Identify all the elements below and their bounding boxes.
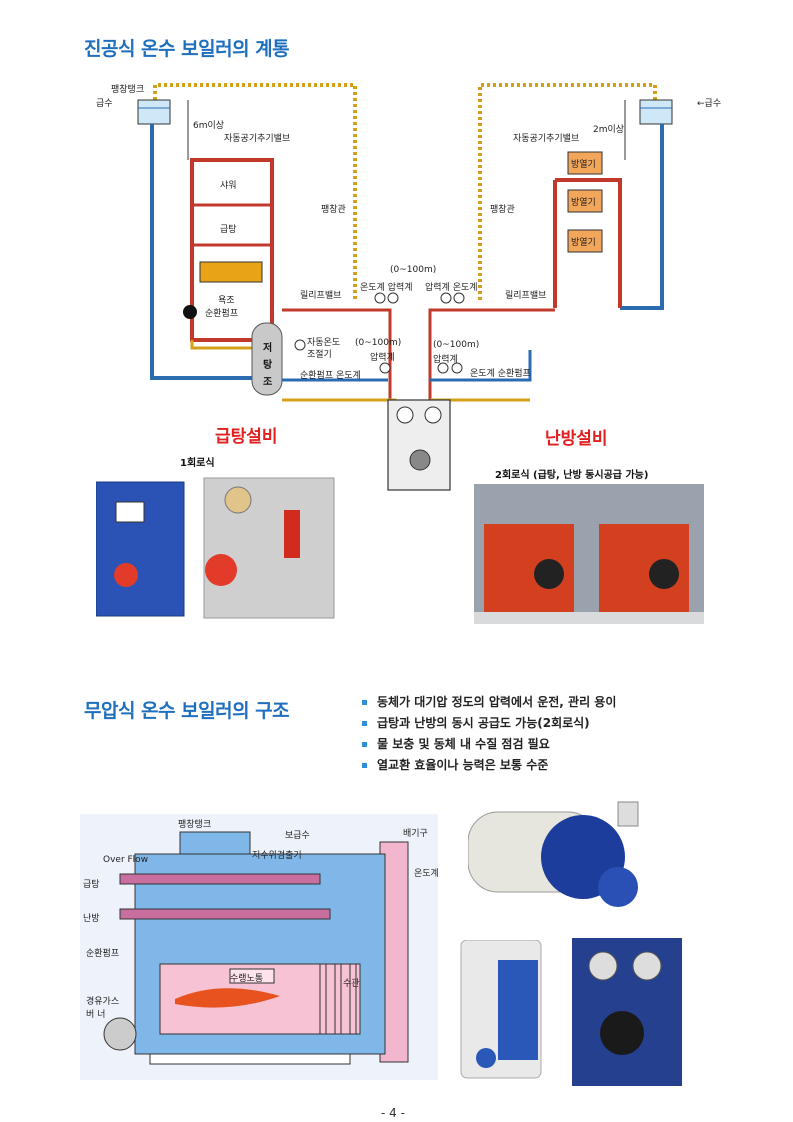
supply-pipe-right bbox=[428, 308, 555, 400]
non-pressure-boiler-structure-diagram bbox=[80, 814, 438, 1080]
radiator-1 bbox=[567, 151, 603, 175]
range-top-label: (0~100m) bbox=[390, 265, 437, 275]
expansion-tank-label-left: 팽창탱크 bbox=[111, 85, 145, 95]
hot-water-label: 급탕 bbox=[220, 225, 237, 235]
pressure-mid-right-label: 압력계 bbox=[433, 355, 458, 365]
page-number: - 4 - bbox=[381, 1106, 405, 1120]
feature-item: 급탕과 난방의 동시 공급도 가능(2회로식) bbox=[362, 713, 616, 734]
bullet-square-icon bbox=[362, 763, 367, 768]
circ-pump-left-label: 순환펌프 bbox=[205, 309, 239, 319]
makeup-water-label: 보급수 bbox=[285, 831, 310, 841]
circ-pump-thermo-left-label: 순환펌프 온도계 bbox=[300, 371, 361, 381]
blue-boiler-photo bbox=[572, 938, 682, 1086]
range-mid-right-label: (0~100m) bbox=[433, 340, 480, 350]
pressure-mid-left-label: 압력계 bbox=[370, 353, 395, 363]
expansion-pipe-right-label: 팽창관 bbox=[490, 205, 515, 215]
double-circuit-caption: 2회로식 (급탕, 난방 동시공급 가능) bbox=[495, 470, 649, 481]
circ-pump-left-icon bbox=[183, 305, 197, 319]
hot-water-label: 급탕 bbox=[83, 880, 100, 890]
air-vent-right-label: 자동공기추기밸브 bbox=[513, 134, 580, 144]
bathtub-label: 욕조 bbox=[218, 296, 235, 306]
feature-item: 동체가 대기압 정도의 압력에서 운전, 관리 용이 bbox=[362, 692, 616, 713]
vacuum-boiler-system-diagram bbox=[137, 83, 673, 491]
section2-title: 무압식 온수 보일러의 구조 bbox=[84, 700, 290, 722]
expansion-pipe-left-label: 팽창관 bbox=[321, 205, 346, 215]
water-level-detector-label: 저수위검출기 bbox=[252, 851, 302, 861]
return-pipe-left bbox=[150, 124, 255, 380]
hot-water-equipment-label: 급탕설비 bbox=[215, 427, 278, 447]
shower-label: 샤워 bbox=[220, 181, 237, 191]
thermometer-icon bbox=[374, 292, 386, 304]
return-pipe-right bbox=[620, 124, 664, 310]
water-furnace-label: 수랭노통 bbox=[230, 974, 264, 984]
height-left-label: 6m이상 bbox=[193, 121, 225, 131]
storage-tank bbox=[251, 322, 283, 396]
exhaust-label: 배기구 bbox=[403, 829, 428, 839]
feature-item: 열교환 효율이나 능력은 보통 수준 bbox=[362, 755, 616, 776]
tube-label: 수관 bbox=[343, 979, 360, 989]
expansion-tank-left bbox=[137, 99, 171, 125]
air-vent-left-label: 자동공기추기밸브 bbox=[224, 134, 291, 144]
expansion-tank-right bbox=[639, 99, 673, 125]
features-list: 동체가 대기압 정도의 압력에서 운전, 관리 용이 급탕과 난방의 동시 공급… bbox=[362, 692, 616, 776]
pressure-gauge-icon bbox=[437, 362, 449, 374]
expansion-tank-label: 팽창탱크 bbox=[178, 820, 212, 830]
heating-label: 난방 bbox=[83, 914, 100, 924]
storage-tank-label-2: 탕 bbox=[263, 360, 273, 371]
bullet-square-icon bbox=[362, 742, 367, 747]
burner-label-1: 경유가스 bbox=[86, 997, 120, 1007]
bullet-square-icon bbox=[362, 700, 367, 705]
burner-label-2: 버 너 bbox=[86, 1010, 106, 1020]
auto-temp-label-2: 조절기 bbox=[307, 350, 332, 360]
radiator-2-label: 방열기 bbox=[571, 198, 596, 208]
pressure-thermo-top-label: 압력계 온도계 bbox=[425, 283, 478, 293]
pressure-gauge-icon bbox=[387, 292, 399, 304]
large-boiler-photo bbox=[468, 801, 639, 907]
relief-right-label: 릴리프밸브 bbox=[505, 291, 547, 301]
pressure-gauge-icon bbox=[440, 292, 452, 304]
thermometer-icon bbox=[453, 292, 465, 304]
pressure-gauge-icon bbox=[379, 362, 391, 374]
storage-tank-label-3: 조 bbox=[263, 377, 273, 388]
overflow-label: Over Flow bbox=[103, 855, 149, 865]
auto-temp-label-1: 자동온도 bbox=[307, 338, 341, 348]
section1-title: 진공식 온수 보일러의 계통 bbox=[84, 38, 290, 60]
bullet-square-icon bbox=[362, 721, 367, 726]
bathtub bbox=[199, 261, 263, 283]
radiator-3 bbox=[567, 229, 603, 253]
thermo-circ-pump-right-label: 온도계 순환펌프 bbox=[470, 369, 531, 379]
water-supply-left-label: 급수 bbox=[96, 99, 113, 109]
expansion-pipe-left bbox=[153, 83, 357, 300]
range-mid-left-label: (0~100m) bbox=[355, 338, 402, 348]
thermometer-label: 온도계 bbox=[414, 869, 439, 879]
thermo-pressure-top-label: 온도계 압력계 bbox=[360, 283, 413, 293]
storage-tank-label-1: 저 bbox=[263, 343, 273, 354]
radiator-3-label: 방열기 bbox=[571, 238, 596, 248]
thermometer-icon bbox=[451, 362, 463, 374]
single-circuit-boiler-photo bbox=[96, 477, 335, 619]
double-circuit-boiler-photo bbox=[474, 484, 704, 624]
circ-pump-label: 순환펌프 bbox=[86, 949, 120, 959]
expansion-pipe-right bbox=[478, 83, 657, 300]
hot-water-frame bbox=[190, 158, 274, 342]
feature-item: 물 보충 및 동체 내 수질 점검 필요 bbox=[362, 734, 616, 755]
single-circuit-caption: 1회로식 bbox=[180, 458, 215, 469]
water-supply-right-label: ←급수 bbox=[697, 99, 722, 109]
thermometer-icon bbox=[294, 339, 306, 351]
radiator-1-label: 방열기 bbox=[571, 160, 596, 170]
height-right-label: 2m이상 bbox=[593, 125, 625, 135]
radiator-2 bbox=[567, 189, 603, 213]
relief-left-label: 릴리프밸브 bbox=[300, 291, 342, 301]
heating-equipment-label: 난방설비 bbox=[545, 429, 608, 449]
compact-boiler-photo bbox=[460, 940, 542, 1079]
